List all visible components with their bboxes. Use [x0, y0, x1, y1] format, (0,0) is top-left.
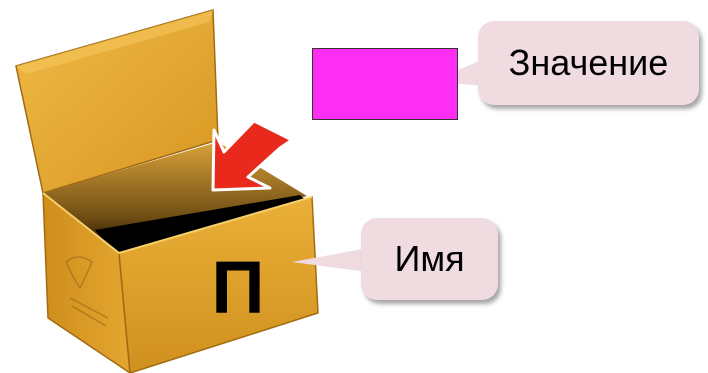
value-box [312, 48, 458, 120]
name-tag-text: П [211, 246, 264, 329]
open-box-icon [15, 9, 319, 373]
name-callout: Имя [361, 218, 498, 300]
name-callout-label: Имя [394, 238, 465, 279]
value-callout-label: Значение [508, 42, 669, 83]
value-callout: Значение [478, 21, 699, 105]
name-callout-pointer [292, 248, 368, 272]
red-arrow-icon [211, 119, 294, 192]
